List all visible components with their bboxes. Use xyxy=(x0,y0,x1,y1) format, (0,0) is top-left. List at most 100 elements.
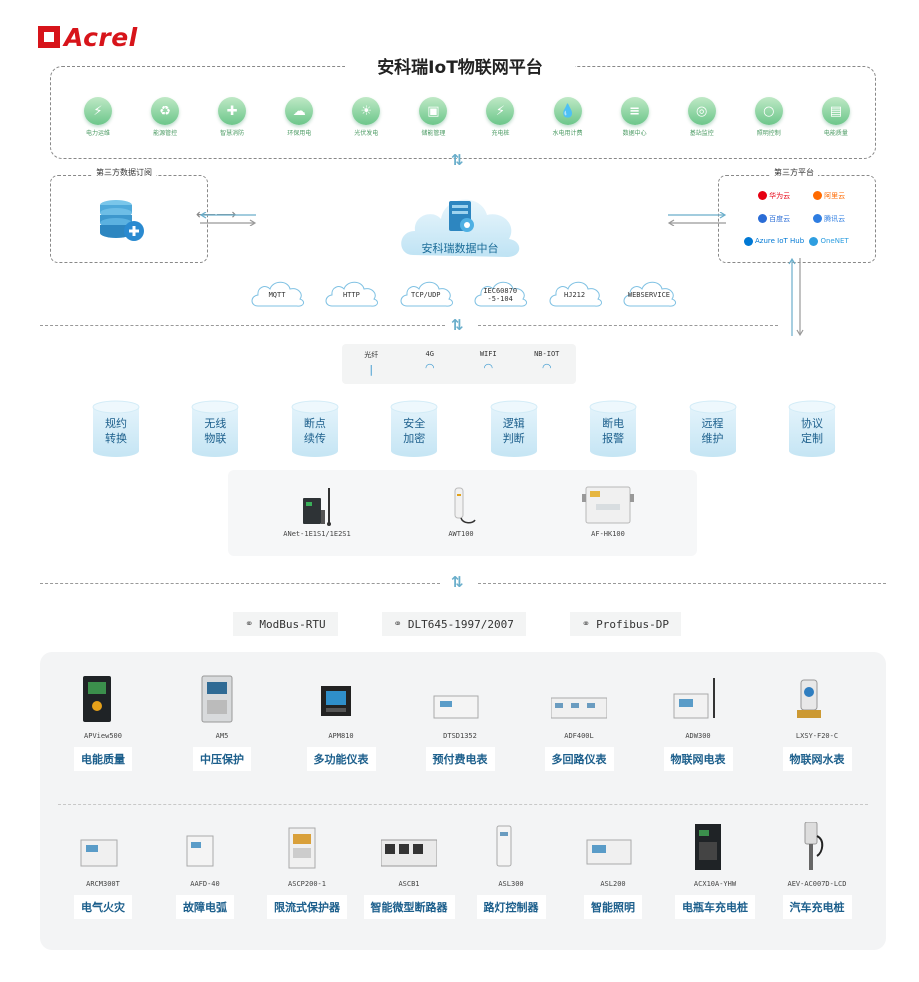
device-image xyxy=(551,672,607,724)
device-image xyxy=(483,820,539,872)
platform-app-item[interactable]: ○ 照明控制 xyxy=(743,97,795,137)
field-protocol-list: ⚭ModBus-RTU⚭DLT645-1997/2007⚭Profibus-DP xyxy=(233,612,681,636)
platform-app-item[interactable]: ⚡充电桩 xyxy=(474,97,526,137)
platform-app-label: 智慧消防 xyxy=(220,130,245,137)
link-icon: ⚭ xyxy=(245,618,254,630)
field-protocol-pill: ⚭ ModBus-RTU xyxy=(233,612,338,636)
platform-app-item[interactable]: ♻能源管控 xyxy=(139,97,191,137)
platform-app-label: 数据中心 xyxy=(622,130,647,137)
platform-app-item[interactable]: ≡ 数据中心 xyxy=(609,97,661,137)
gateway-feature: 安全 加密 xyxy=(390,400,438,458)
protocol-label: TCP/UDP xyxy=(411,290,441,299)
feature-label: 远程 维护 xyxy=(701,416,724,445)
field-protocol-label: Profibus-DP xyxy=(596,617,669,631)
device-image xyxy=(381,820,437,872)
third-party-brand-label: 阿里云 xyxy=(824,191,846,200)
link-icon: ⚭ xyxy=(581,618,591,630)
third-party-brand-label: Azure IoT Hub xyxy=(755,237,805,245)
platform-app-item[interactable]: ▣储能管理 xyxy=(407,97,459,137)
third-party-brand[interactable]: 腾讯云 xyxy=(804,208,854,229)
device-category-button[interactable]: 智能微型断路器 xyxy=(363,895,455,919)
gateway-feature: 无线 物联 xyxy=(191,400,239,458)
protocol-label: IEC60870 -5-104 xyxy=(483,286,518,303)
platform-app-item[interactable]: ✚智慧消防 xyxy=(206,97,258,137)
field-device[interactable]: LXSY-F20-C 物联网水表 xyxy=(772,672,862,771)
divider-line xyxy=(478,583,886,584)
platform-app-label: 充电桩 xyxy=(491,130,510,137)
database-icon: ≡ xyxy=(620,97,649,125)
feature-label: 规约 转换 xyxy=(105,416,127,445)
third-party-brand-label: 百度云 xyxy=(769,214,791,223)
gateway-model: AWT100 xyxy=(448,530,474,538)
comm-type: NB-IOT◠ xyxy=(522,350,572,384)
third-party-brand[interactable]: 阿里云 xyxy=(804,185,854,206)
device-row-divider xyxy=(58,804,868,805)
device-category-button[interactable]: 智能照明 xyxy=(584,895,642,919)
device-category-button[interactable]: 电瓶车充电桩 xyxy=(675,895,755,919)
third-party-brand[interactable]: 华为云 xyxy=(744,185,804,206)
gateway-awt100: AWT100 xyxy=(416,486,506,538)
gateway-feature: 远程 维护 xyxy=(689,400,737,458)
third-party-gateway-arrows xyxy=(786,256,806,338)
gateway-feature: 断电 报警 xyxy=(589,400,637,458)
protocol-cloud: IEC60870 -5-104 xyxy=(471,276,529,308)
platform-app-item[interactable]: ☀ 光伏发电 xyxy=(340,97,392,137)
platform-app-item[interactable]: ☁环保用电 xyxy=(273,97,325,137)
device-category-button[interactable]: 多回路仪表 xyxy=(544,747,614,771)
device-category-button[interactable]: 电能质量 xyxy=(74,747,132,771)
gateway-feature-list: 规约 转换无线 物联断点 续传安全 加密逻辑 判断断电 报警远程 维护协议 定制 xyxy=(92,400,836,458)
feature-label: 断电 报警 xyxy=(602,416,625,445)
lighting-icon: ○ xyxy=(754,97,783,125)
platform-app-label: 光伏发电 xyxy=(354,130,379,137)
device-model: LXSY-F20-C xyxy=(795,732,839,740)
device-category-button[interactable]: 多功能仪表 xyxy=(306,747,376,771)
device-category-button[interactable]: 物联网电表 xyxy=(663,747,733,771)
platform-app-item[interactable]: ◎基站监控 xyxy=(676,97,728,137)
device-model: ARCM300T xyxy=(86,880,120,888)
device-category-button[interactable]: 限流式保护器 xyxy=(267,895,347,919)
gateway-feature: 逻辑 判断 xyxy=(490,400,538,458)
feature-label: 安全 加密 xyxy=(403,416,426,445)
device-category-button[interactable]: 故障电弧 xyxy=(176,895,234,919)
third-party-brand[interactable]: Azure IoT Hub xyxy=(744,231,804,251)
device-category-button[interactable]: 物联网水表 xyxy=(782,747,852,771)
platform-app-item[interactable]: ▤电能质量 xyxy=(810,97,862,137)
device-category-button[interactable]: 汽车充电桩 xyxy=(782,895,852,919)
solar-icon: ☀ xyxy=(352,97,381,125)
power-quality-icon: ▤ xyxy=(821,97,850,125)
platform-app-item[interactable]: ⚡电力运维 xyxy=(72,97,124,137)
third-party-title: 第三方平台 xyxy=(770,167,818,178)
gateway-model: AF-HK100 xyxy=(591,530,625,538)
feature-label: 断点 续传 xyxy=(303,416,326,445)
field-device[interactable]: ASCB1 智能微型断路器 xyxy=(363,820,455,919)
platform-app-item[interactable]: 💧水电用计费 xyxy=(542,97,594,137)
third-party-brand[interactable]: 百度云 xyxy=(744,208,804,229)
subscription-title: 第三方数据订阅 xyxy=(92,167,156,178)
iot-platform-title: 安科瑞IoT物联网平台 xyxy=(345,56,575,80)
third-party-brand[interactable]: OneNET xyxy=(804,231,854,251)
field-protocol-label: ModBus-RTU xyxy=(259,617,326,631)
platform-app-label: 照明控制 xyxy=(756,130,781,137)
field-device[interactable]: ARCM300T 电气火灾 xyxy=(58,820,148,919)
device-category-button[interactable]: 电气火灾 xyxy=(74,895,132,919)
platform-app-list: ⚡电力运维 ♻能源管控 ✚智慧消防 ☁环保用电 ☀ 光伏发电 ▣储能管理 ⚡充电桩 💧水电用计费… xyxy=(72,97,862,137)
device-image xyxy=(432,672,488,724)
device-category-button[interactable]: 中压保护 xyxy=(193,747,251,771)
device-model: ASCB1 xyxy=(398,880,420,888)
device-category-button[interactable]: 路灯控制器 xyxy=(476,895,546,919)
device-category-button[interactable]: 预付费电表 xyxy=(425,747,495,771)
